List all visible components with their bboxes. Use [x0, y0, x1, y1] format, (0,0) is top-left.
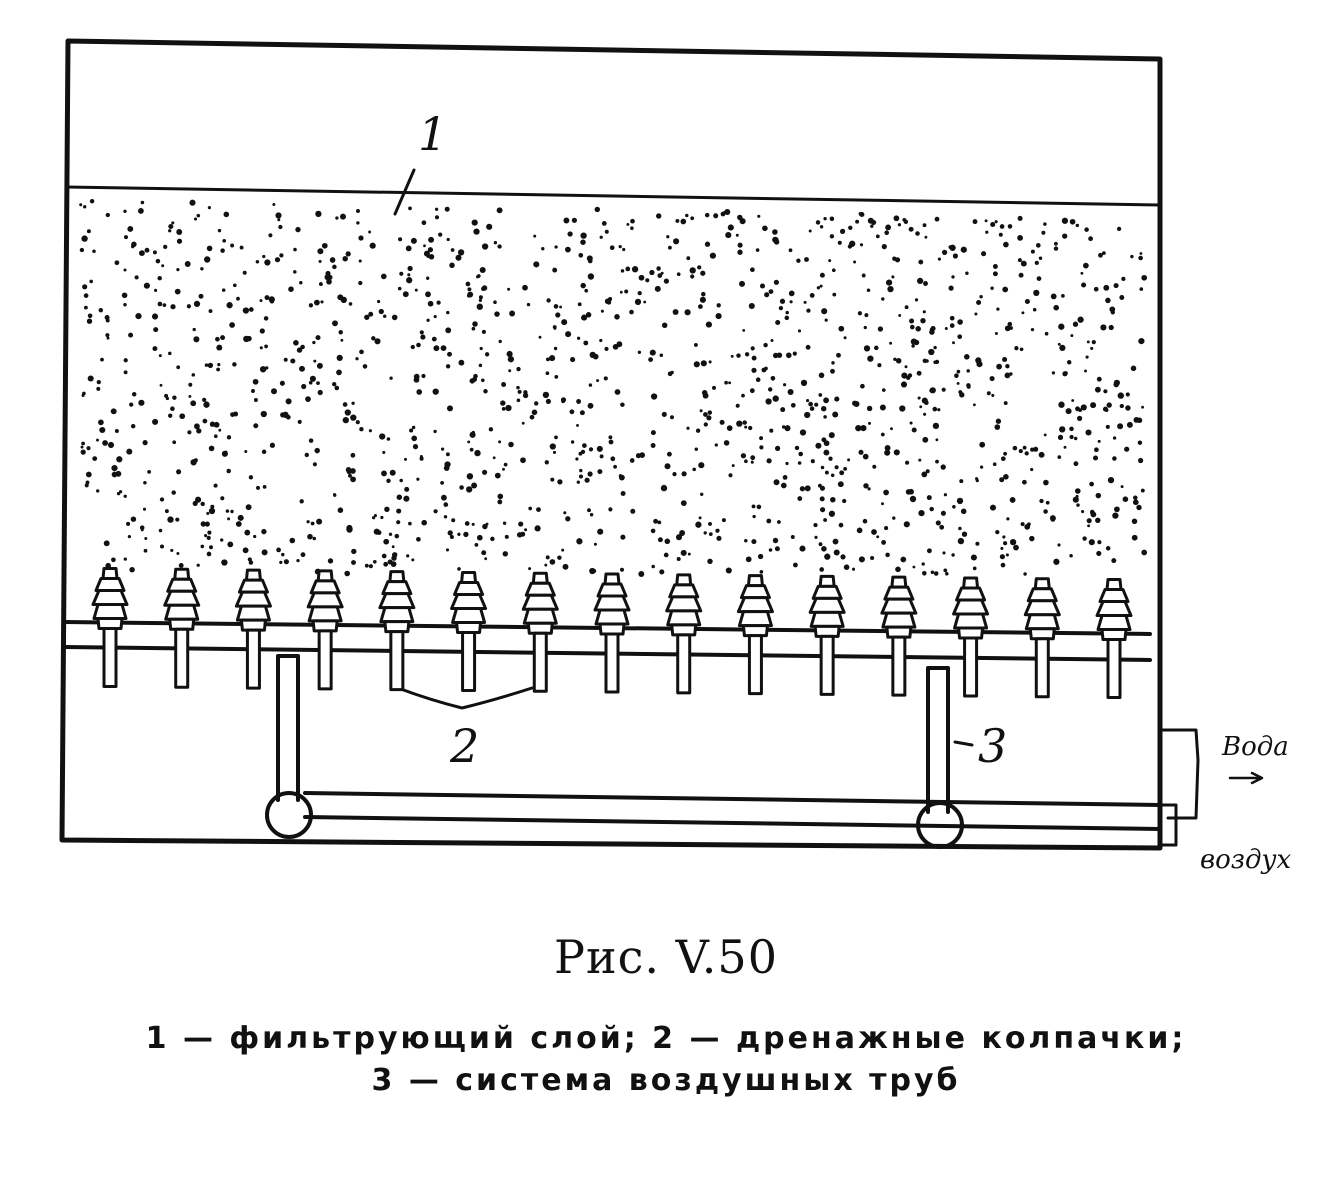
callout-1-leader [393, 168, 416, 216]
callout-3-label: 3 [978, 719, 1007, 773]
drainage-cap [306, 569, 344, 691]
drainage-cap [808, 574, 846, 696]
drainage-cap [736, 574, 774, 696]
legend-line-1: 1 — фильтрующий слой; 2 — дренажные колп… [145, 1021, 1187, 1056]
drainage-cap [880, 575, 918, 697]
drainage-cap [665, 573, 703, 695]
drainage-cap [234, 568, 272, 690]
air-pipe-left-riser [276, 654, 300, 802]
drainage-cap [91, 567, 129, 689]
drainage-caps [91, 567, 1133, 700]
air-pipe-right-riser [926, 666, 950, 814]
drainage-cap [952, 576, 990, 698]
drainage-cap [163, 567, 201, 689]
tank-outline [59, 38, 1163, 851]
air-flow-label: воздух [1200, 845, 1292, 875]
filter-diagram: 1 2 3 Вода воздух [59, 38, 1292, 875]
legend-line-2: 3 — система воздушных труб [371, 1063, 961, 1098]
drainage-cap [450, 570, 488, 692]
air-pipe-left-bulb [265, 791, 313, 839]
callout-2-brace [396, 686, 534, 710]
filter-media-dots [79, 198, 1148, 577]
filter-layer-top [64, 185, 1162, 207]
water-flow-label: Вода [1221, 732, 1289, 762]
external-air-pipe [1158, 803, 1178, 847]
air-pipe-header [303, 791, 1162, 831]
drainage-cap [593, 572, 631, 694]
callout-2-label: 2 [449, 719, 479, 773]
figure-title: Рис. V.50 [554, 930, 778, 984]
callout-1-label: 1 [418, 107, 447, 161]
drainage-cap [1095, 578, 1133, 700]
water-arrow [1228, 771, 1264, 785]
drainage-cap [378, 570, 416, 692]
drainage-cap [1023, 577, 1061, 699]
callout-3-leader [953, 740, 974, 747]
drainage-cap [521, 571, 559, 693]
figure-legend: 1 — фильтрующий слой; 2 — дренажные колп… [0, 1018, 1332, 1102]
external-water-pipe [1158, 728, 1200, 820]
